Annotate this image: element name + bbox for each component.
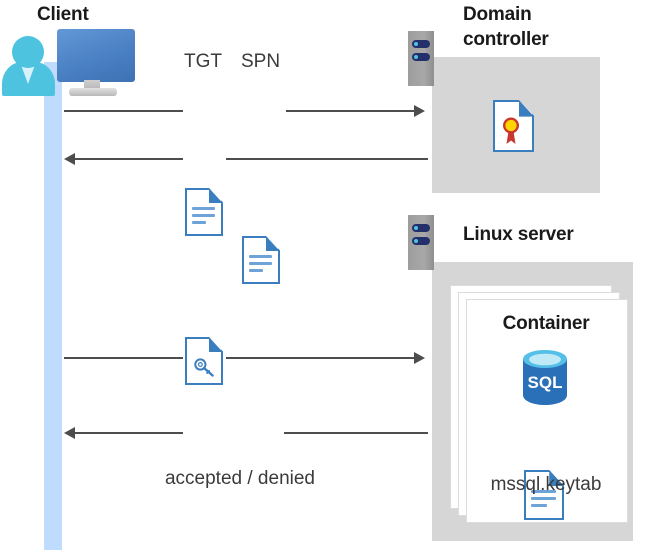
message-4-line-right xyxy=(284,432,428,434)
certificate-document-icon xyxy=(493,100,534,152)
keytab-document-icon xyxy=(524,470,564,520)
message-1-line-left xyxy=(64,110,183,112)
message-3-line-left xyxy=(64,357,183,359)
keytab-filename-label: mssql.keytab xyxy=(490,474,602,495)
accepted-denied-caption: accepted / denied xyxy=(164,468,315,489)
certificate-seal-icon xyxy=(503,117,519,144)
message-2-line-right xyxy=(226,158,428,160)
spn-label: SPN xyxy=(241,51,281,72)
key-icon xyxy=(193,358,214,377)
monitor-screen-icon xyxy=(57,29,135,82)
domain-controller-server-rack-icon xyxy=(408,31,434,86)
monitor-base-icon xyxy=(69,88,117,96)
message-2-line-left xyxy=(75,158,183,160)
tgt-label: TGT xyxy=(184,51,222,72)
linux-server-server-rack-icon xyxy=(408,215,434,270)
message-4-arrowhead xyxy=(64,427,75,439)
client-lifeline xyxy=(44,62,62,550)
tgt-document-icon xyxy=(185,188,223,236)
message-1-arrowhead xyxy=(414,105,425,117)
message-2-arrowhead xyxy=(64,153,75,165)
spn-document-icon xyxy=(242,236,280,284)
message-1-line-right xyxy=(286,110,414,112)
message-3-line-right xyxy=(226,357,414,359)
client-icon xyxy=(0,0,150,100)
domain-controller-label-line2: controller xyxy=(463,29,549,50)
domain-controller-label-line1: Domain xyxy=(463,4,532,25)
svg-text:SQL: SQL xyxy=(528,373,563,392)
monitor-neck-icon xyxy=(84,80,100,91)
sql-database-icon: SQL xyxy=(523,350,567,405)
message-4-line-left xyxy=(75,432,183,434)
message-3-arrowhead xyxy=(414,352,425,364)
client-label: Client xyxy=(37,4,89,25)
message-2-key-document-icon xyxy=(185,337,223,385)
container-label: Container xyxy=(502,313,590,334)
person-head-icon xyxy=(12,36,44,68)
linux-server-label: Linux server xyxy=(463,224,574,245)
